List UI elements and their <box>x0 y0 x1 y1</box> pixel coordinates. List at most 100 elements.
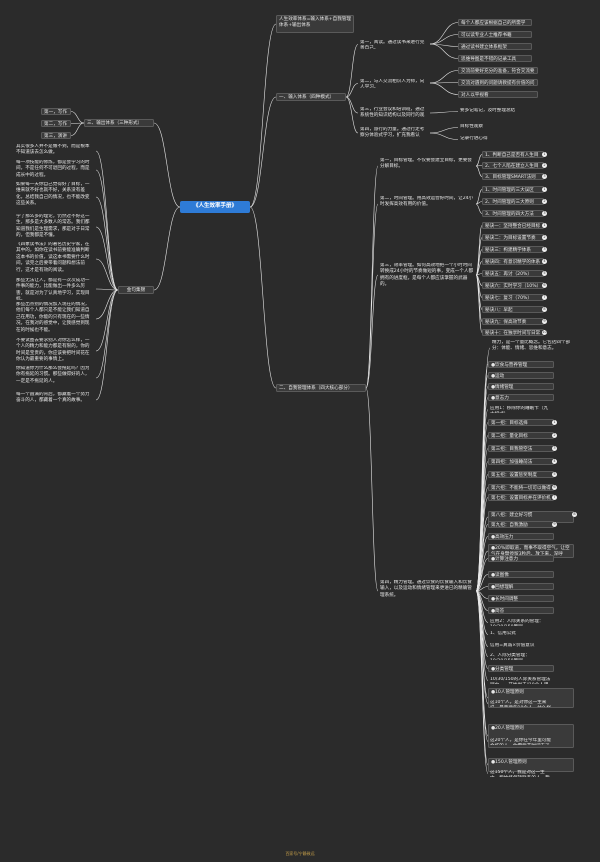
connector-line <box>70 122 85 136</box>
energy-leaf[interactable]: 这10个人，是对你这一生来说，最重要的10个人，什么样的人可以成为这10人你最重… <box>490 700 551 707</box>
energy-intro[interactable]: 精力，是一个量比概念。它包括四个部分：体能、情绪、思维和意志。 <box>492 340 571 352</box>
time-leaf[interactable]: 3、时间管理的四大方法 <box>482 210 544 217</box>
input-item[interactable]: 第二，与人交流相识人为师，向人学习。 <box>360 79 425 88</box>
goal-leaf[interactable]: 2、七个人陷在建立人生目标 <box>482 162 544 169</box>
efficiency-leaf[interactable]: 秘诀一：坚持整合已经目标 <box>482 222 544 229</box>
quote-item[interactable]: 《四象读书法》的著名历史学家，在其中的，如你在读书前要能准确判断这本书的价值，读… <box>16 242 90 273</box>
branch-input[interactable]: 一、输入体系（四种模式） <box>276 93 346 101</box>
efficiency-leaf[interactable]: 秘诀三：构建精学体系 <box>482 246 544 253</box>
management-item[interactable]: 第一，目标管理。不仅要会建立目标，更要会分解目标。 <box>380 158 472 170</box>
efficiency-leaf[interactable]: 秘诀四：有意识精学的体系 <box>482 258 544 265</box>
quote-item[interactable]: 学了那么多的理论，仍然过不好这一生，那多是大多数人的常态。我们都知道我们是生理需… <box>16 214 90 239</box>
efficiency-leaf[interactable]: 秘诀七：复习（70%） <box>482 294 544 301</box>
energy-leaf[interactable]: 这150个人，我是对这一生中，能始终保持联系的人，我不太会交流的人。 <box>490 770 550 777</box>
efficiency-leaf[interactable]: 秘诀六：实时学习（10%） <box>482 282 544 289</box>
efficiency-leaf-badge: 2 <box>542 235 547 240</box>
energy-leaf[interactable]: 第五招：设置惩奖制度 <box>488 471 554 478</box>
connector-line <box>249 96 277 208</box>
energy-leaf[interactable]: 第七招：设置目标并在评价机制，让自己的努力看得见 <box>488 494 554 501</box>
quote-item[interactable]: 那些出点别的情况加入现在的情况，他们每个人都只是不能让我们知道自己在用功，你能的… <box>16 302 90 333</box>
energy-leaf[interactable]: ●简答 <box>488 607 554 614</box>
time-leaf[interactable]: 2、时间管理的三大原则 <box>482 198 544 205</box>
energy-leaf[interactable]: 第六招：不能将一切可以做得自己的任务 <box>488 484 554 491</box>
energy-leaf[interactable]: ●10人管理原则 <box>488 688 574 708</box>
reading-leaf[interactable]: 思维导图是不错的记录工具 <box>458 55 532 62</box>
energy-leaf[interactable]: 应用1：移除你的睡眠卡（九大招式） <box>490 406 549 413</box>
energy-leaf[interactable]: 第九招：自我激励 <box>488 521 554 528</box>
energy-leaf[interactable]: 第三招：目我管空法 <box>488 445 554 452</box>
reading-leaf[interactable]: 每个人都应该根据自己的所需学习 <box>458 19 532 26</box>
people-leaf[interactable]: 对人以平视看 <box>458 91 538 98</box>
energy-leaf[interactable]: ●分类管理 <box>488 665 554 672</box>
travel-leaf[interactable]: 记录行进心得 <box>460 136 488 141</box>
energy-leaf[interactable]: ●高效压力 <box>488 533 554 540</box>
goal-leaf[interactable]: 3、目标管理SMART法则 <box>482 173 544 180</box>
management-item[interactable]: 第四，精力管理。通过饮食的饮食输入和饮食输入，以及运动和情绪管理来更进已的精确管… <box>380 580 472 598</box>
energy-leaf[interactable]: ●长时间调整 <box>488 595 554 602</box>
energy-leaf[interactable]: 2、人际分类管理：10/30/150原则 <box>490 653 530 660</box>
energy-leaf[interactable]: ●饮食与营养管理 <box>488 361 554 368</box>
energy-leaf[interactable]: 1、信用公式 <box>490 631 516 636</box>
energy-leaf[interactable]: 第八招：建立好习惯 <box>488 511 574 523</box>
energy-leaf[interactable]: 这20个人，是你在今年里可能合作的人，你需要花时间去了解他们。 <box>490 738 551 745</box>
people-leaf[interactable]: 交流对遇到的问题请教提有价值的问题 <box>458 79 538 86</box>
connector-line <box>95 289 119 401</box>
connector-line <box>475 574 489 592</box>
energy-leaf[interactable]: 第四招：加强睡前法 <box>488 458 554 465</box>
efficiency-leaf[interactable]: 秘诀五：再讨（20%） <box>482 270 544 277</box>
energy-leaf[interactable]: 信用=真诚×价值意识 <box>490 643 535 648</box>
energy-leaf[interactable]: ●计算注意力 <box>488 555 554 562</box>
management-item[interactable]: 第三，效率管理。如何高效地把一个小时时间转换成24小时的节奏做短的事，变成一个人… <box>380 263 474 287</box>
energy-leaf-badge: 1 <box>552 420 557 425</box>
quote-item[interactable]: 每一个圆满的背后，都藏着一个努力奋斗的人，都藏着一个真的故事。 <box>16 392 90 404</box>
goal-leaf[interactable]: 1、判断自己是否有人生目标 <box>482 151 544 158</box>
energy-leaf[interactable]: ●150人管理原则 <box>488 758 574 772</box>
energy-leaf[interactable]: ●回想理解 <box>488 583 554 590</box>
energy-leaf[interactable]: 第一招：目标选择 <box>488 419 554 426</box>
output-leaf[interactable]: 第三，演讲 <box>41 132 71 139</box>
energy-leaf[interactable]: 第二招：量化目标 <box>488 432 554 439</box>
energy-leaf[interactable]: ●读图像 <box>488 571 554 578</box>
efficiency-leaf[interactable]: 秘诀十：在独享时间写日常 <box>482 329 544 336</box>
energy-leaf[interactable]: ●情绪管理 <box>488 383 554 390</box>
efficiency-leaf[interactable]: 秘诀九：保高效节奏 <box>482 318 544 325</box>
quote-item[interactable]: 那些无法让人，都是有一次次成功一件事的能力，比能做出一件多么厉害，就是对为了认真… <box>16 278 90 300</box>
meeting-leaf[interactable]: 要多记笔记，及时整理总结 <box>460 108 516 113</box>
travel-leaf[interactable]: 目标性观察 <box>460 124 483 129</box>
output-leaf[interactable]: 第二，写作 <box>41 120 71 127</box>
output-leaf[interactable]: 第一，写作 <box>41 108 71 115</box>
energy-leaf-badge: 9 <box>552 522 557 527</box>
efficiency-leaf-badge: 8 <box>542 307 547 312</box>
efficiency-leaf[interactable]: 秘诀二：为目标设置节奏 <box>482 234 544 241</box>
energy-leaf[interactable]: ●运动 <box>488 372 554 379</box>
connector-line <box>365 165 379 389</box>
quote-item[interactable]: 每一项技能的修炼，都是会学习的时间，不是任何不可退回的过程，而是成长中的过程。 <box>16 160 90 178</box>
branch-quotes[interactable]: 金句集锦 <box>118 286 154 294</box>
input-item[interactable]: 第四，旅行的力量。通过行走考察分体验式学习，扩充我看认知。 <box>360 127 425 139</box>
energy-leaf-badge: 5 <box>552 472 557 477</box>
energy-leaf[interactable]: 应用2：人际关系的管理：10/30/150原则 <box>490 619 544 626</box>
management-item[interactable]: 第二，时间管理。用高效运营好时间，让24小时发挥高效有用的价值。 <box>380 196 474 208</box>
reading-leaf[interactable]: 可以读专业人士推荐书籍 <box>458 31 532 38</box>
quote-item[interactable]: 不要试图去要求别人对你怎么样，一个人的精力和能力都是有限的，你的时间是宝贵的，你… <box>16 338 90 363</box>
quote-item[interactable]: 你知道你为什么那么会拖延吗？因为你有拖延的习惯。那些做得好的人，一定是不拖延的人… <box>16 366 90 384</box>
people-leaf[interactable]: 交流前要好充分的准备，符合交流要求 <box>458 67 538 74</box>
time-leaf[interactable]: 1、时间管理的三大误区 <box>482 186 544 193</box>
reading-leaf[interactable]: 通过读书建立体系框架 <box>458 43 532 50</box>
input-item[interactable]: 第三，行业会议和培训班，通过系统性的知识结构以及同行的观点，来完善自我认知。 <box>360 107 425 119</box>
root-node[interactable]: 《人生效率手册》 <box>180 201 250 213</box>
branch-output[interactable]: 三、输出体系（三种形式） <box>84 119 154 127</box>
quote-item[interactable]: 其实很多人并不是做不到，而是根本不知道该去怎么做。 <box>16 144 90 156</box>
connector-line <box>475 586 489 592</box>
energy-leaf[interactable]: ●意志力 <box>488 394 554 401</box>
branch-self-management[interactable]: 二、自我管理体系（四大核心部分） <box>276 384 366 392</box>
connector-line <box>475 154 483 167</box>
efficiency-leaf[interactable]: 秘诀八：早起 <box>482 306 544 313</box>
energy-leaf[interactable]: ●20人管理原则 <box>488 724 574 748</box>
top-note[interactable]: 人生效率体系=输入体系+自我管理体系+输出体系 <box>276 15 354 33</box>
input-item[interactable]: 第一，阅读。通过读书来进行完善自己。 <box>360 40 425 49</box>
energy-leaf[interactable]: 10/30/150的人际关系管理法则中，一开始出于"10个人用来养，这150个人… <box>490 677 551 684</box>
quote-item[interactable]: 如果每一天你自己觉得好了目标，一维来就不好也就不好，关系没有差化，总结我自己的情… <box>16 182 90 207</box>
connector-line <box>345 44 359 98</box>
